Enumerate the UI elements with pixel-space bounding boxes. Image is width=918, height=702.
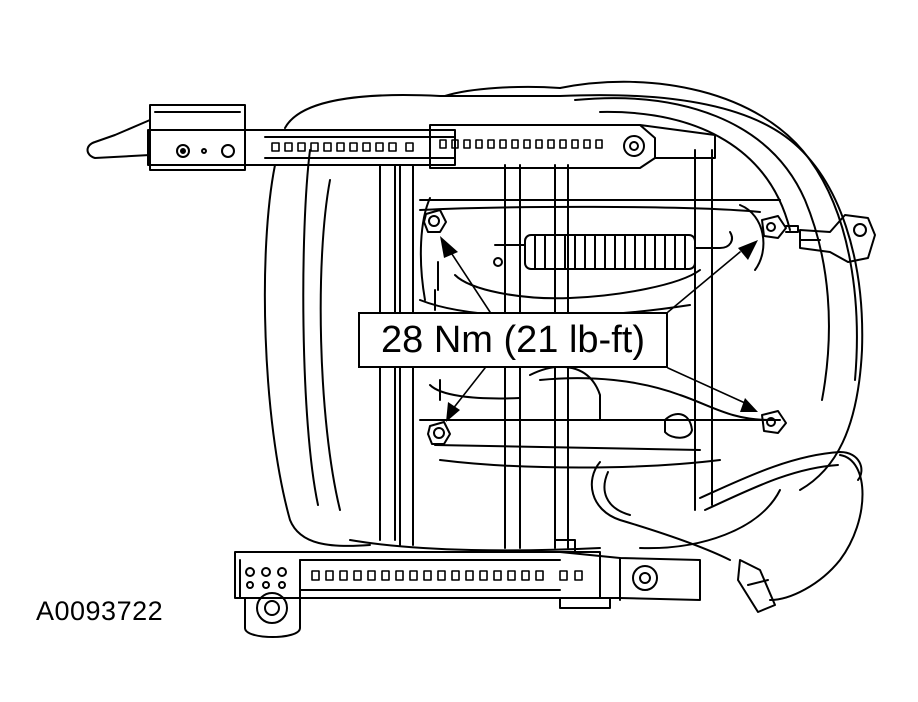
figure-id: A0093722 bbox=[36, 596, 164, 626]
seat-cushion-outline bbox=[263, 80, 864, 552]
fastener-bolts bbox=[423, 209, 799, 445]
bolt-lower-right bbox=[761, 410, 787, 434]
bolt-upper-right bbox=[761, 215, 799, 239]
callout-arrowheads bbox=[440, 236, 758, 422]
upper-seat-track bbox=[86, 104, 716, 171]
side-connector bbox=[799, 214, 876, 263]
torque-callout-label: 28 Nm (21 lb-ft) bbox=[358, 312, 668, 368]
bolt-lower-left bbox=[427, 421, 451, 445]
lower-seat-track bbox=[234, 539, 701, 638]
upper-track-slots bbox=[271, 139, 603, 152]
lower-track-slots bbox=[311, 570, 583, 581]
tension-spring bbox=[493, 231, 733, 270]
wiring-harness bbox=[590, 451, 864, 613]
bolt-upper-left bbox=[423, 209, 447, 233]
callout-leader-lines bbox=[447, 247, 746, 411]
